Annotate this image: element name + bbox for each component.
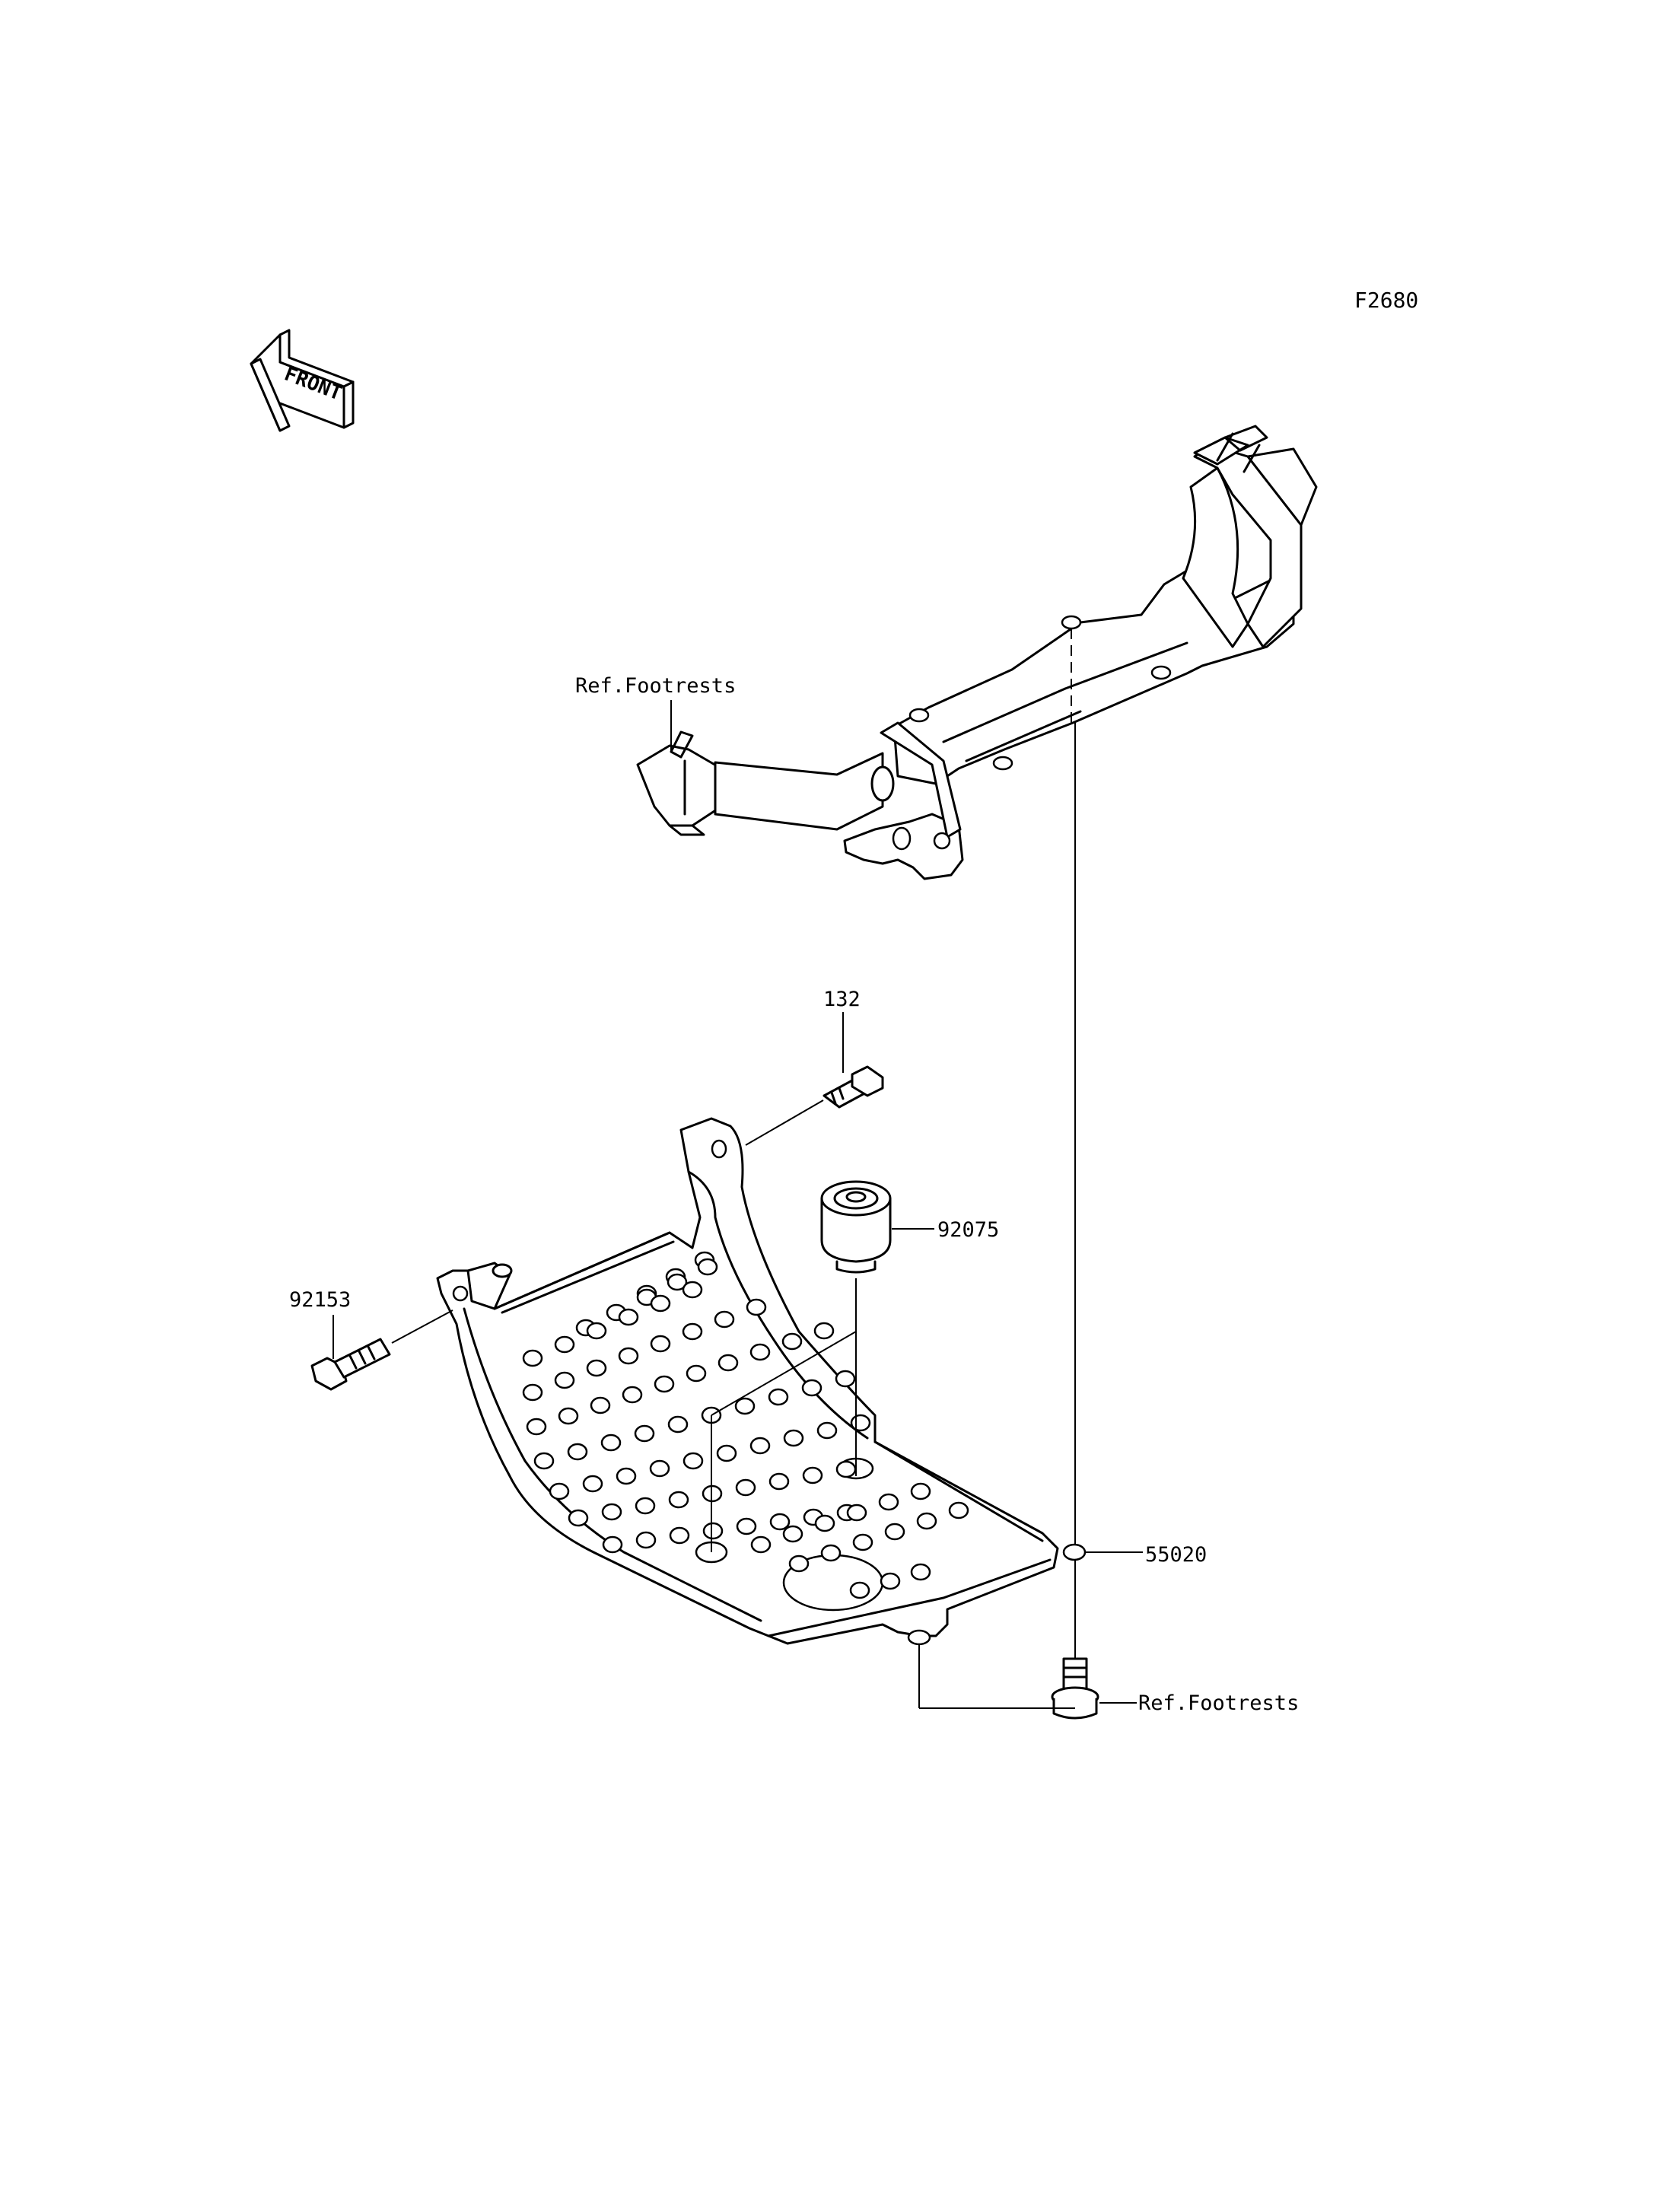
- perforation-hole: [549, 1482, 570, 1500]
- perforation-hole: [526, 1418, 547, 1436]
- part-92153-label: 92153: [289, 1288, 351, 1312]
- perforation-hole: [649, 1459, 670, 1478]
- perforation-hole: [735, 1478, 756, 1497]
- perforation-hole: [600, 1434, 622, 1452]
- perforation-hole: [884, 1523, 905, 1541]
- part-132-assembly-line: [745, 1099, 824, 1146]
- perforation-hole: [749, 1437, 771, 1455]
- perforation-hole: [522, 1349, 543, 1367]
- perforation-hole: [522, 1383, 543, 1402]
- perforation-hole: [746, 1298, 767, 1316]
- perforation-hole: [586, 1359, 607, 1377]
- part-92153-assembly-line: [391, 1309, 453, 1344]
- perforation-hole: [948, 1501, 969, 1519]
- perforation-hole: [702, 1522, 724, 1540]
- assembly-bracket-lines: [711, 1331, 1075, 1709]
- perforation-hole: [768, 1388, 789, 1406]
- perforation-hole: [686, 1364, 707, 1383]
- perforation-hole: [533, 1452, 555, 1470]
- perforation-hole: [820, 1544, 842, 1562]
- perforation-hole: [852, 1533, 873, 1551]
- perforation-hole: [749, 1343, 771, 1361]
- perforation-hole: [668, 1491, 689, 1509]
- perforation-hole: [880, 1572, 901, 1590]
- perforation-hole: [878, 1493, 899, 1511]
- perforation-hole: [846, 1504, 867, 1522]
- perforation-hole: [783, 1429, 804, 1447]
- ref-footrests-top-label: Ref.Footrests: [575, 674, 736, 698]
- perforation-hole: [849, 1581, 870, 1599]
- ref-footrests-bottom-bolt: [1051, 1657, 1099, 1720]
- perforation-hole: [618, 1308, 639, 1326]
- perforation-hole: [558, 1407, 579, 1425]
- bolt-92153: [310, 1338, 391, 1391]
- perforation-hole: [650, 1294, 671, 1313]
- perforation-hole: [635, 1497, 656, 1515]
- ref-footrests-bottom-label: Ref.Footrests: [1138, 1691, 1299, 1715]
- perforation-hole: [816, 1421, 838, 1440]
- part-92075-label: 92075: [937, 1218, 999, 1242]
- perforation-hole: [654, 1375, 675, 1393]
- bolt-132: [822, 1065, 884, 1109]
- skid-plate-perforations: [522, 1251, 969, 1599]
- perforation-hole: [554, 1371, 575, 1389]
- perforation-hole: [601, 1503, 622, 1521]
- perforation-hole: [602, 1535, 623, 1554]
- perforation-hole: [669, 1526, 690, 1545]
- perforation-hole: [813, 1322, 835, 1340]
- perforation-hole: [622, 1386, 643, 1404]
- part-132-label: 132: [823, 988, 861, 1011]
- perforation-hole: [682, 1281, 703, 1299]
- perforation-hole: [667, 1273, 688, 1291]
- perforation-hole: [554, 1335, 575, 1354]
- perforation-hole: [814, 1514, 835, 1532]
- perforation-hole: [635, 1531, 657, 1549]
- perforation-hole: [586, 1322, 607, 1340]
- perforation-hole: [634, 1424, 655, 1443]
- perforation-hole: [850, 1414, 871, 1432]
- perforation-hole: [916, 1512, 937, 1530]
- perforation-hole: [835, 1370, 856, 1388]
- perforation-hole: [618, 1347, 639, 1365]
- perforation-hole: [714, 1310, 735, 1329]
- part-55020-label: 55020: [1145, 1543, 1207, 1567]
- perforation-hole: [782, 1525, 803, 1543]
- perforation-hole: [568, 1509, 589, 1527]
- skid-plate-55020: [436, 1117, 1087, 1646]
- perforation-hole: [736, 1517, 757, 1535]
- perforation-hole: [650, 1335, 671, 1353]
- footrest-bracket: [636, 425, 1318, 880]
- perforation-hole: [582, 1475, 603, 1493]
- perforation-hole: [734, 1397, 756, 1415]
- perforation-hole: [910, 1482, 931, 1500]
- perforation-hole: [835, 1460, 857, 1478]
- perforation-hole: [718, 1354, 739, 1372]
- perforation-hole: [769, 1513, 791, 1531]
- perforation-hole: [567, 1443, 588, 1461]
- perforation-hole: [616, 1467, 637, 1485]
- perforation-hole: [802, 1466, 823, 1484]
- perforation-hole: [716, 1444, 737, 1462]
- perforation-hole: [682, 1452, 704, 1470]
- figure-id: F2680: [1354, 288, 1418, 313]
- spacer-92075: [820, 1180, 892, 1274]
- perforation-hole: [667, 1415, 689, 1434]
- perforation-hole: [682, 1322, 703, 1341]
- perforation-hole: [590, 1396, 611, 1414]
- front-arrow-icon: FRONT: [250, 329, 355, 432]
- perforation-hole: [781, 1332, 803, 1351]
- perforation-hole: [750, 1535, 772, 1554]
- perforation-hole: [697, 1258, 718, 1276]
- perforation-hole: [910, 1563, 931, 1581]
- perforation-hole: [788, 1554, 810, 1573]
- perforation-hole: [801, 1379, 822, 1397]
- perforation-hole: [768, 1472, 790, 1491]
